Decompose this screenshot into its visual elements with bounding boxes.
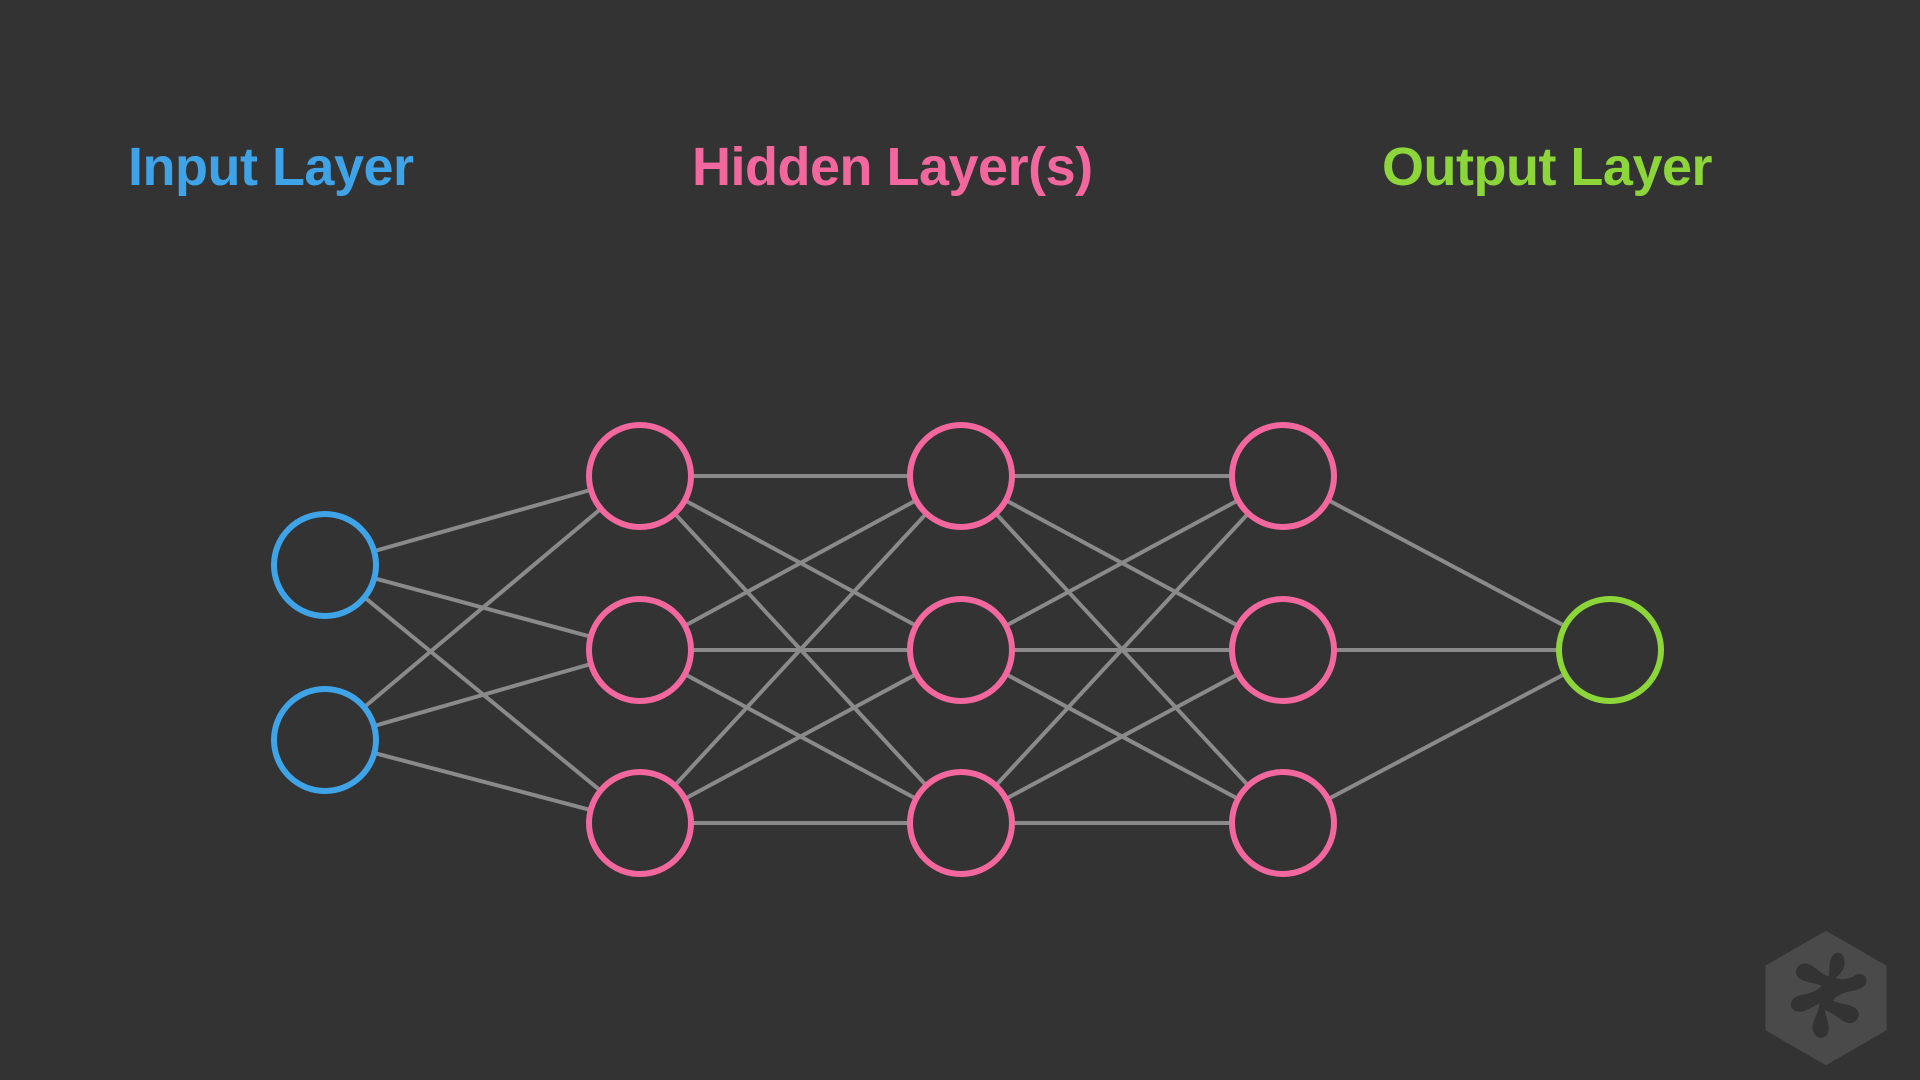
node-h1c[interactable] <box>586 769 694 877</box>
node-h2c[interactable] <box>907 769 1015 877</box>
node-h3a[interactable] <box>1229 422 1337 530</box>
node-h1b[interactable] <box>586 596 694 704</box>
node-h2a[interactable] <box>907 422 1015 530</box>
node-h3b[interactable] <box>1229 596 1337 704</box>
label-output-layer: Output Layer <box>1382 137 1713 197</box>
label-input-layer: Input Layer <box>128 137 414 197</box>
edge-i2-h1b <box>372 662 593 728</box>
node-h1a[interactable] <box>586 422 694 530</box>
hexagon-logo-icon <box>1765 930 1887 1066</box>
edge-h3a-o1 <box>1326 497 1567 629</box>
node-i1[interactable] <box>271 511 379 619</box>
edge-h3c-o1 <box>1326 671 1567 802</box>
edge-h2c-h3b <box>1003 672 1241 801</box>
nodes-group <box>271 422 1664 877</box>
label-hidden-layer: Hidden Layer(s) <box>692 137 1093 197</box>
edge-h2c-h3a <box>993 511 1251 788</box>
edge-h2b-h3a <box>1003 498 1241 628</box>
edge-i2-h1c <box>372 750 593 813</box>
node-h2b[interactable] <box>907 596 1015 704</box>
node-i2[interactable] <box>271 686 379 794</box>
edge-i2-h1a <box>362 506 603 710</box>
watermark-node-mark <box>1790 952 1867 1038</box>
edge-h1b-h2a <box>682 498 919 628</box>
edges-group <box>362 474 1567 825</box>
watermark-hexagon <box>1765 930 1887 1066</box>
node-h3c[interactable] <box>1229 769 1337 877</box>
edge-h1c-h2b <box>682 672 919 801</box>
node-o1[interactable] <box>1556 596 1664 704</box>
edge-h1c-h2a <box>672 511 929 788</box>
edge-i1-h1a <box>372 487 593 554</box>
